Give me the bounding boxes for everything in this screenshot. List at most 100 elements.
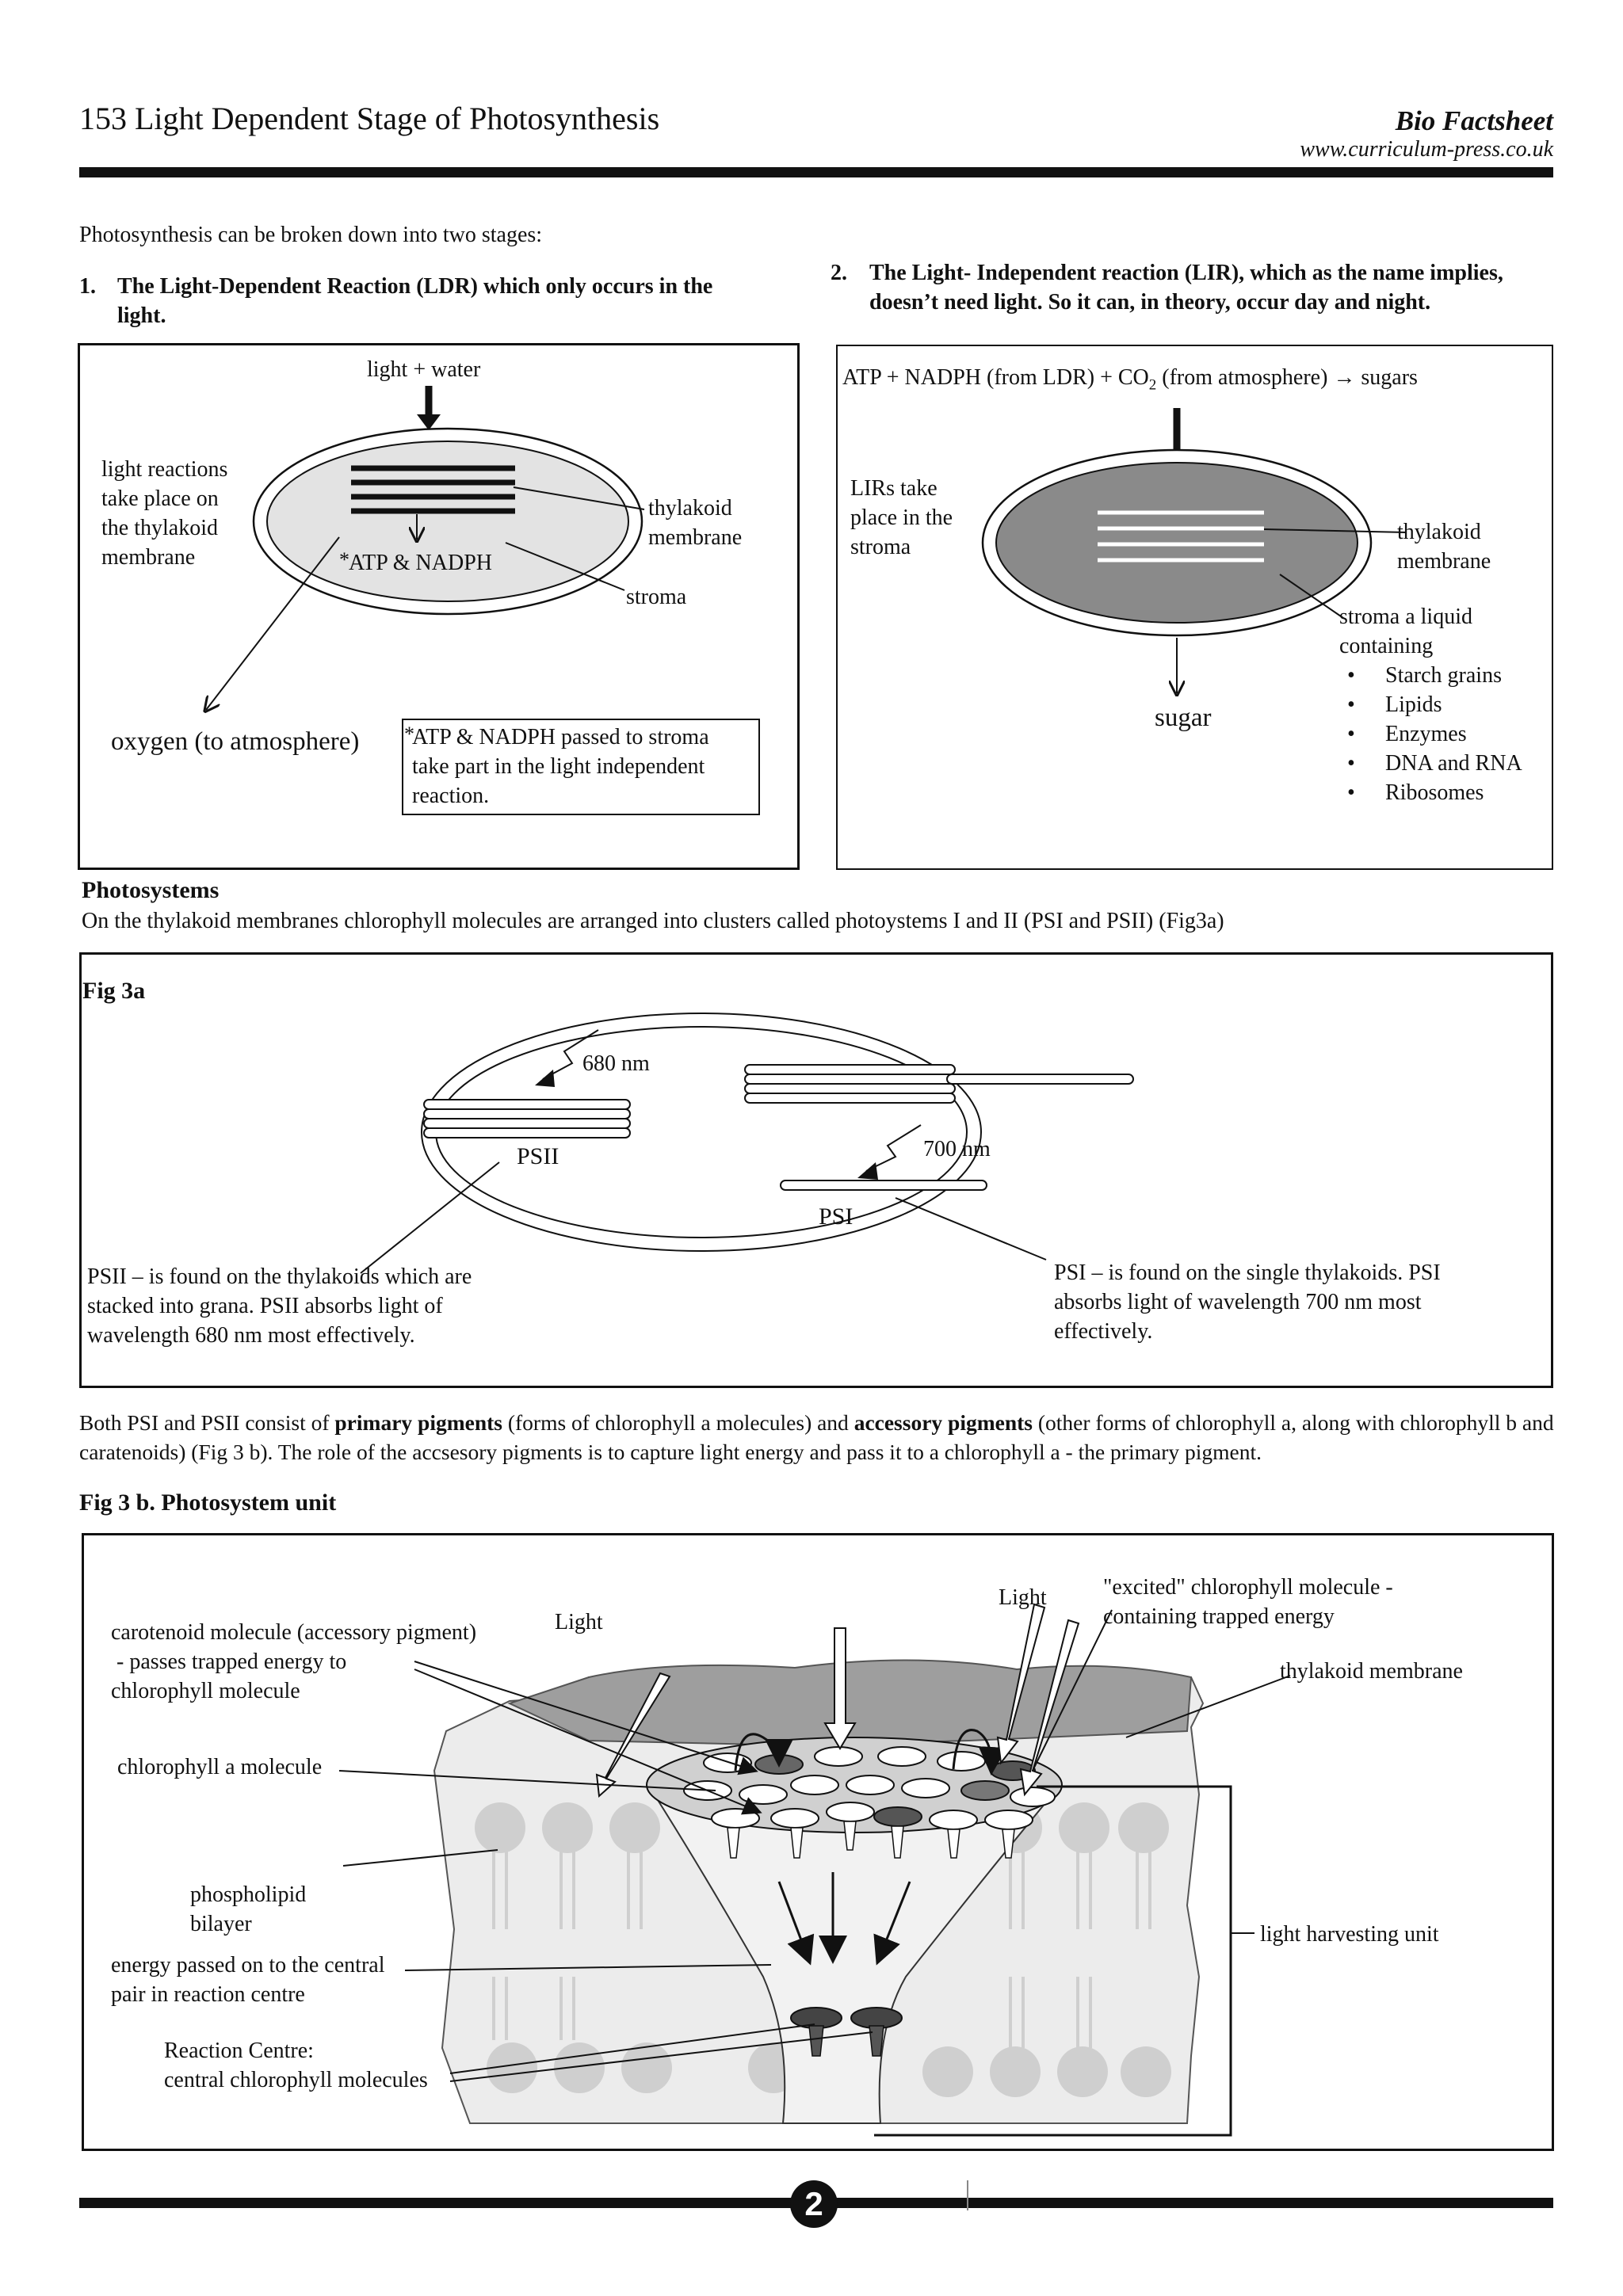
fig3a-diagram: [360, 1013, 1134, 1274]
reaction-centre-label-1: Reaction Centre:: [164, 2039, 314, 2063]
phospholipid-label-2: bilayer: [190, 1912, 252, 1936]
nm700-label: 700 nm: [923, 1137, 991, 1161]
stroma-content-5: Ribosomes: [1385, 780, 1484, 805]
fig3b-diagram: [338, 1603, 1291, 2137]
light-harvesting-bracket: [874, 1785, 1232, 2137]
atp-nadph-note-box: [402, 719, 760, 815]
fig3a-label: Fig 3a: [82, 978, 146, 1004]
nm680-label: 680 nm: [582, 1051, 650, 1076]
lir-thylakoid-label-1: thylakoid: [1397, 520, 1481, 544]
ldr-thylakoid-label-2: membrane: [648, 525, 743, 550]
lir-thylakoid-label-2: membrane: [1397, 549, 1491, 574]
stroma-desc-1: stroma a liquid: [1339, 605, 1472, 629]
page-title: 153 Light Dependent Stage of Photosynthe…: [79, 101, 660, 136]
photosystems-heading: Photosystems: [82, 877, 220, 903]
publisher-url[interactable]: www.curriculum-press.co.uk: [1300, 137, 1553, 162]
chlorophyll-a-label: chlorophyll a molecule: [117, 1755, 323, 1779]
stage2-line2: doesn’t need light. So it can, in theory…: [869, 290, 1431, 315]
light-label-right: Light: [999, 1585, 1047, 1610]
intro-lead: Photosynthesis can be broken down into t…: [79, 223, 543, 247]
fig3b-label: Fig 3 b. Photosystem unit: [79, 1489, 337, 1516]
stage1-number: 1.: [79, 274, 96, 299]
ldr-diagram: [78, 386, 760, 815]
light-reactions-label-1: light reactions: [101, 457, 228, 482]
contents-bullet-2: •: [1347, 692, 1355, 717]
lirs-label-1: LIRs take: [850, 476, 938, 501]
stage2-number: 2.: [831, 261, 847, 285]
lirs-label-3: stroma: [850, 535, 911, 559]
stroma-content-3: Enzymes: [1385, 722, 1467, 746]
contents-bullet-1: •: [1347, 663, 1355, 688]
lir-thylakoid-stack: [1098, 510, 1264, 563]
psii-desc-2: stacked into grana. PSII absorbs light o…: [87, 1294, 443, 1318]
photosystems-text: On the thylakoid membranes chlorophyll m…: [82, 909, 1224, 933]
note-line-2: take part in the light independent: [412, 754, 705, 779]
carotenoid-label-3: chlorophyll molecule: [111, 1679, 300, 1703]
excited-label-2: containing trapped energy: [1103, 1604, 1335, 1629]
light-arrows: [595, 1603, 1080, 1798]
psi-desc-2: absorbs light of wavelength 700 nm most: [1054, 1290, 1422, 1314]
header-rule: [79, 167, 1553, 177]
note-line-1: ATP & NADPH passed to stroma: [412, 725, 709, 749]
oxygen-label: oxygen (to atmosphere): [111, 727, 360, 756]
fig3a-box: [79, 952, 1553, 1388]
light-harvesting-label: light harvesting unit: [1260, 1922, 1439, 1947]
pigments-paragraph: Both PSI and PSII consist of primary pig…: [79, 1410, 1554, 1464]
reaction-centre-label-2: central chlorophyll molecules: [164, 2068, 428, 2092]
note-asterisk: *: [404, 723, 414, 746]
contents-bullet-5: •: [1347, 780, 1355, 805]
page-number: 2: [790, 2180, 838, 2228]
oxygen-arrow: [206, 536, 340, 710]
psi-label: PSI: [819, 1203, 854, 1230]
pigment-stems: [727, 1821, 1015, 1859]
sugar-label: sugar: [1155, 704, 1212, 732]
phospholipid-label-1: phospholipid: [190, 1882, 307, 1907]
psii-label: PSII: [517, 1143, 559, 1169]
note-line-3: reaction.: [412, 784, 490, 808]
psii-desc-3: wavelength 680 nm most effectively.: [87, 1323, 415, 1348]
psi-thylakoid: [780, 1180, 987, 1191]
light-label-left: Light: [555, 1610, 603, 1634]
light-reactions-label-2: take place on: [101, 486, 219, 511]
contents-bullet-3: •: [1347, 722, 1355, 746]
energy-flow-arrows: [777, 1872, 911, 1966]
ldr-thylakoid-label-1: thylakoid: [648, 496, 732, 521]
lir-diagram-box: [836, 345, 1553, 870]
fig3b-box: [82, 1533, 1554, 2151]
ldr-stroma-label: stroma: [626, 585, 687, 609]
upper-granum: [744, 1064, 1134, 1104]
atp-nadph-label: ATP & NADPH: [349, 551, 492, 575]
thylakoid-membrane-label: thylakoid membrane: [1280, 1659, 1463, 1684]
light-water-label: light + water: [367, 357, 481, 382]
psii-desc-1: PSII – is found on the thylakoids which …: [87, 1264, 472, 1289]
stroma-content-4: DNA and RNA: [1385, 751, 1522, 776]
light-reactions-label-3: the thylakoid: [101, 516, 218, 540]
asterisk-mark: *: [339, 548, 349, 571]
lir-equation: ATP + NADPH (from LDR) + CO2 (from atmos…: [842, 365, 1418, 394]
lir-diagram: [981, 408, 1407, 870]
stroma-desc-2: containing: [1339, 634, 1434, 658]
light-680-ray: [542, 1029, 599, 1080]
phospholipid-heads-bottom: [487, 2042, 1171, 2097]
stroma-content-2: Lipids: [1385, 692, 1442, 717]
stroma-content-1: Starch grains: [1385, 663, 1502, 688]
stage1-line1: The Light-Dependent Reaction (LDR) which…: [117, 274, 713, 299]
psi-desc-3: effectively.: [1054, 1319, 1153, 1344]
light-700-ray: [865, 1124, 922, 1172]
energy-passed-label-1: energy passed on to the central: [111, 1953, 385, 1978]
psii-granum: [423, 1099, 631, 1138]
energy-passed-label-2: pair in reaction centre: [111, 1982, 305, 2007]
light-harvesting-funnel: [647, 1784, 1063, 2124]
excited-label-1: "excited" chlorophyll molecule -: [1103, 1575, 1393, 1600]
thylakoid-stack: [351, 465, 515, 514]
carotenoid-label-2: - passes trapped energy to: [111, 1650, 347, 1674]
phospholipid-tails: [492, 1850, 1151, 2048]
carotenoid-label-1: carotenoid molecule (accessory pigment): [111, 1620, 477, 1645]
footer-tick: [967, 2180, 968, 2210]
psi-desc-1: PSI – is found on the single thylakoids.…: [1054, 1261, 1441, 1285]
contents-bullet-4: •: [1347, 751, 1355, 776]
reaction-centre-pair: [790, 2007, 903, 2057]
lirs-label-2: place in the: [850, 505, 953, 530]
ldr-diagram-box: [78, 343, 800, 870]
stage2-line1: The Light- Independent reaction (LIR), w…: [869, 261, 1503, 285]
